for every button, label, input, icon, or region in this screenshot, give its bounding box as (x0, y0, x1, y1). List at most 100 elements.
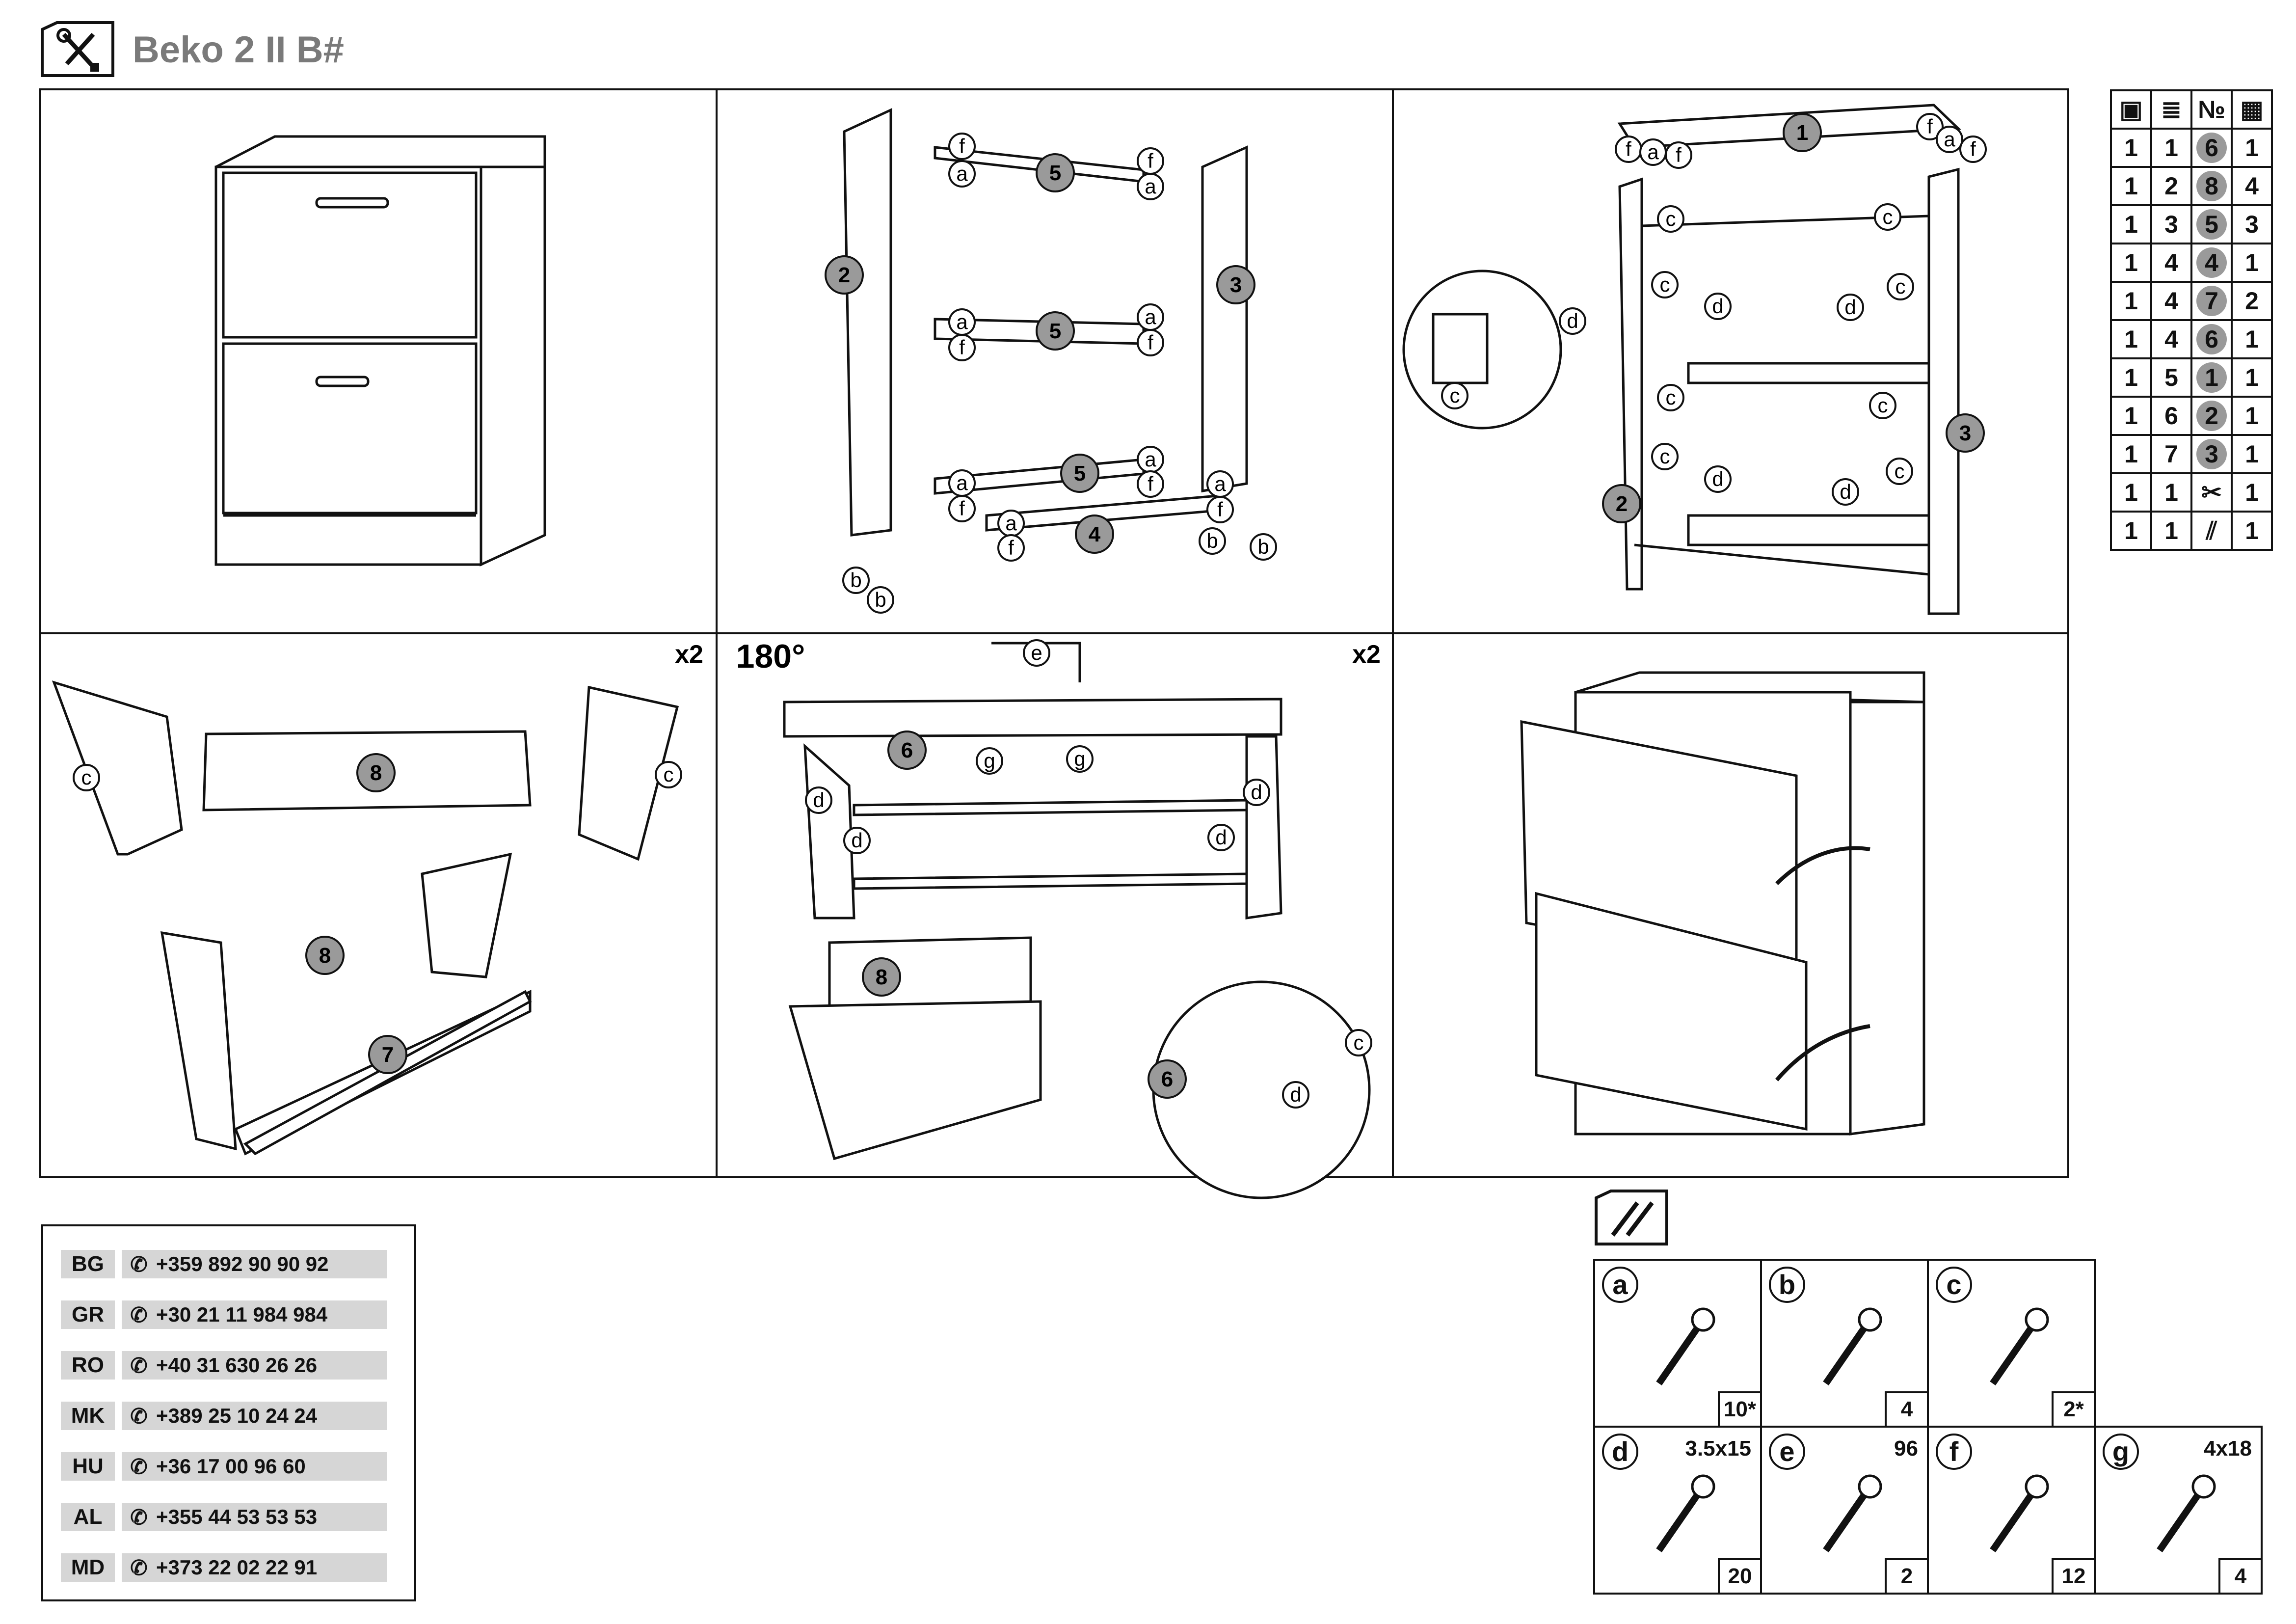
parts-cell: 3 (2150, 204, 2192, 244)
step6-cabinet-open (1520, 671, 1925, 1136)
stack-icon: ≣ (2150, 89, 2192, 130)
parts-cell: 1 (2110, 281, 2152, 321)
hardware-letter: c (1936, 1267, 1972, 1303)
hardware-a-icon (1656, 1307, 1715, 1385)
hardware-quantity: 2* (2052, 1391, 2094, 1426)
hardware-quantity: 12 (2052, 1558, 2094, 1593)
phone-row: GR✆+30 21 11 984 984 (61, 1300, 387, 1329)
phone-row: MD✆+373 22 02 22 91 (61, 1553, 387, 1582)
svg-text:a: a (1145, 305, 1156, 328)
x2-label-mid: x2 (1352, 640, 1381, 669)
hardware-quantity: 10* (1718, 1391, 1760, 1426)
svg-text:8: 8 (370, 761, 382, 785)
hardware-size: 3.5x15 (1685, 1436, 1751, 1461)
svg-text:c: c (1660, 273, 1670, 296)
svg-text:2: 2 (1616, 492, 1628, 516)
hardware-e-icon (1823, 1474, 1882, 1552)
svg-text:5: 5 (1049, 161, 1061, 185)
x2-label: x2 (675, 640, 703, 669)
parts-cell: 1 (2110, 511, 2152, 551)
part-number: 4 (2190, 243, 2233, 283)
svg-text:c: c (1878, 394, 1888, 417)
phone-icon: ✆ (130, 1556, 148, 1579)
svg-text:f: f (959, 336, 965, 359)
hardware-letter: e (1769, 1434, 1805, 1470)
parts-cell: 1 (2150, 472, 2192, 513)
part-number: 2 (2190, 396, 2233, 436)
parts-cell: 1 (2231, 511, 2273, 551)
svg-text:d: d (1215, 826, 1227, 849)
phone-number: +389 25 10 24 24 (156, 1404, 318, 1427)
parts-cell: 1 (2231, 434, 2273, 474)
country-code: GR (61, 1300, 115, 1329)
hardware-c-icon (1990, 1307, 2049, 1385)
part-number: 6 (2190, 319, 2233, 359)
parts-cell: 1 (2150, 511, 2192, 551)
svg-text:d: d (1712, 467, 1723, 490)
svg-text:c: c (1666, 386, 1676, 409)
phone-number: +36 17 00 96 60 (156, 1455, 306, 1478)
parts-cell: 6 (2150, 396, 2192, 436)
phone-icon: ✆ (130, 1455, 148, 1478)
svg-text:5: 5 (1049, 319, 1061, 343)
hardware-letter: g (2103, 1434, 2139, 1470)
parts-cell: 4 (2231, 166, 2273, 206)
country-code: MK (61, 1402, 115, 1430)
svg-text:d: d (1844, 296, 1856, 319)
parts-cell: 1 (2110, 128, 2152, 168)
svg-text:c: c (81, 766, 92, 789)
phone-number-box: ✆+30 21 11 984 984 (122, 1300, 387, 1329)
svg-text:d: d (1712, 295, 1723, 318)
step3-markers: 1 2 3 (1602, 113, 1985, 523)
phone-number-box: ✆+389 25 10 24 24 (122, 1402, 387, 1430)
country-code: HU (61, 1452, 115, 1481)
svg-text:c: c (1450, 384, 1460, 407)
hardware-icon (1595, 1190, 1668, 1245)
parts-cell: 1 (2231, 396, 2273, 436)
part-number: 7 (2190, 281, 2233, 321)
step1-cabinet (214, 135, 546, 567)
phone-number-box: ✆ +36 17 00 96 60 (122, 1452, 387, 1481)
step5-markers: 6 8 6 (862, 731, 1187, 1099)
step5-tags: e g g d d d d c d (805, 639, 1372, 1109)
parts-cell: 1 (2110, 396, 2152, 436)
country-code: AL (61, 1503, 115, 1531)
part-number: 3 (2190, 434, 2233, 474)
hardware-item-c: c 2* (1927, 1259, 2096, 1428)
svg-text:a: a (956, 162, 968, 185)
svg-text:c: c (1883, 205, 1893, 228)
svg-text:d: d (813, 788, 824, 812)
svg-text:b: b (1206, 529, 1218, 552)
svg-text:3: 3 (1959, 421, 1971, 445)
svg-text:d: d (1840, 480, 1851, 503)
parts-cell: 1 (2110, 243, 2152, 283)
part-number: 5 (2190, 204, 2233, 244)
hardware-letter: d (1602, 1434, 1638, 1470)
box-icon: ▣ (2110, 89, 2152, 130)
svg-text:a: a (1005, 512, 1017, 535)
svg-text:4: 4 (1089, 522, 1101, 546)
svg-text:f: f (1217, 498, 1223, 521)
svg-text:f: f (1148, 331, 1153, 354)
parts-cell: 4 (2150, 243, 2192, 283)
parts-cell: 1 (2110, 166, 2152, 206)
svg-text:b: b (875, 588, 886, 611)
hardware-f-icon (1990, 1474, 2049, 1552)
svg-text:7: 7 (382, 1043, 394, 1067)
parts-cell: 1 (2231, 319, 2273, 359)
hardware-quantity: 4 (1885, 1391, 1927, 1426)
part-number: 1 (2190, 357, 2233, 398)
svg-text:c: c (1896, 275, 1906, 298)
phone-row: AL✆+355 44 53 53 53 (61, 1503, 387, 1531)
parts-cell: 1 (2150, 128, 2192, 168)
